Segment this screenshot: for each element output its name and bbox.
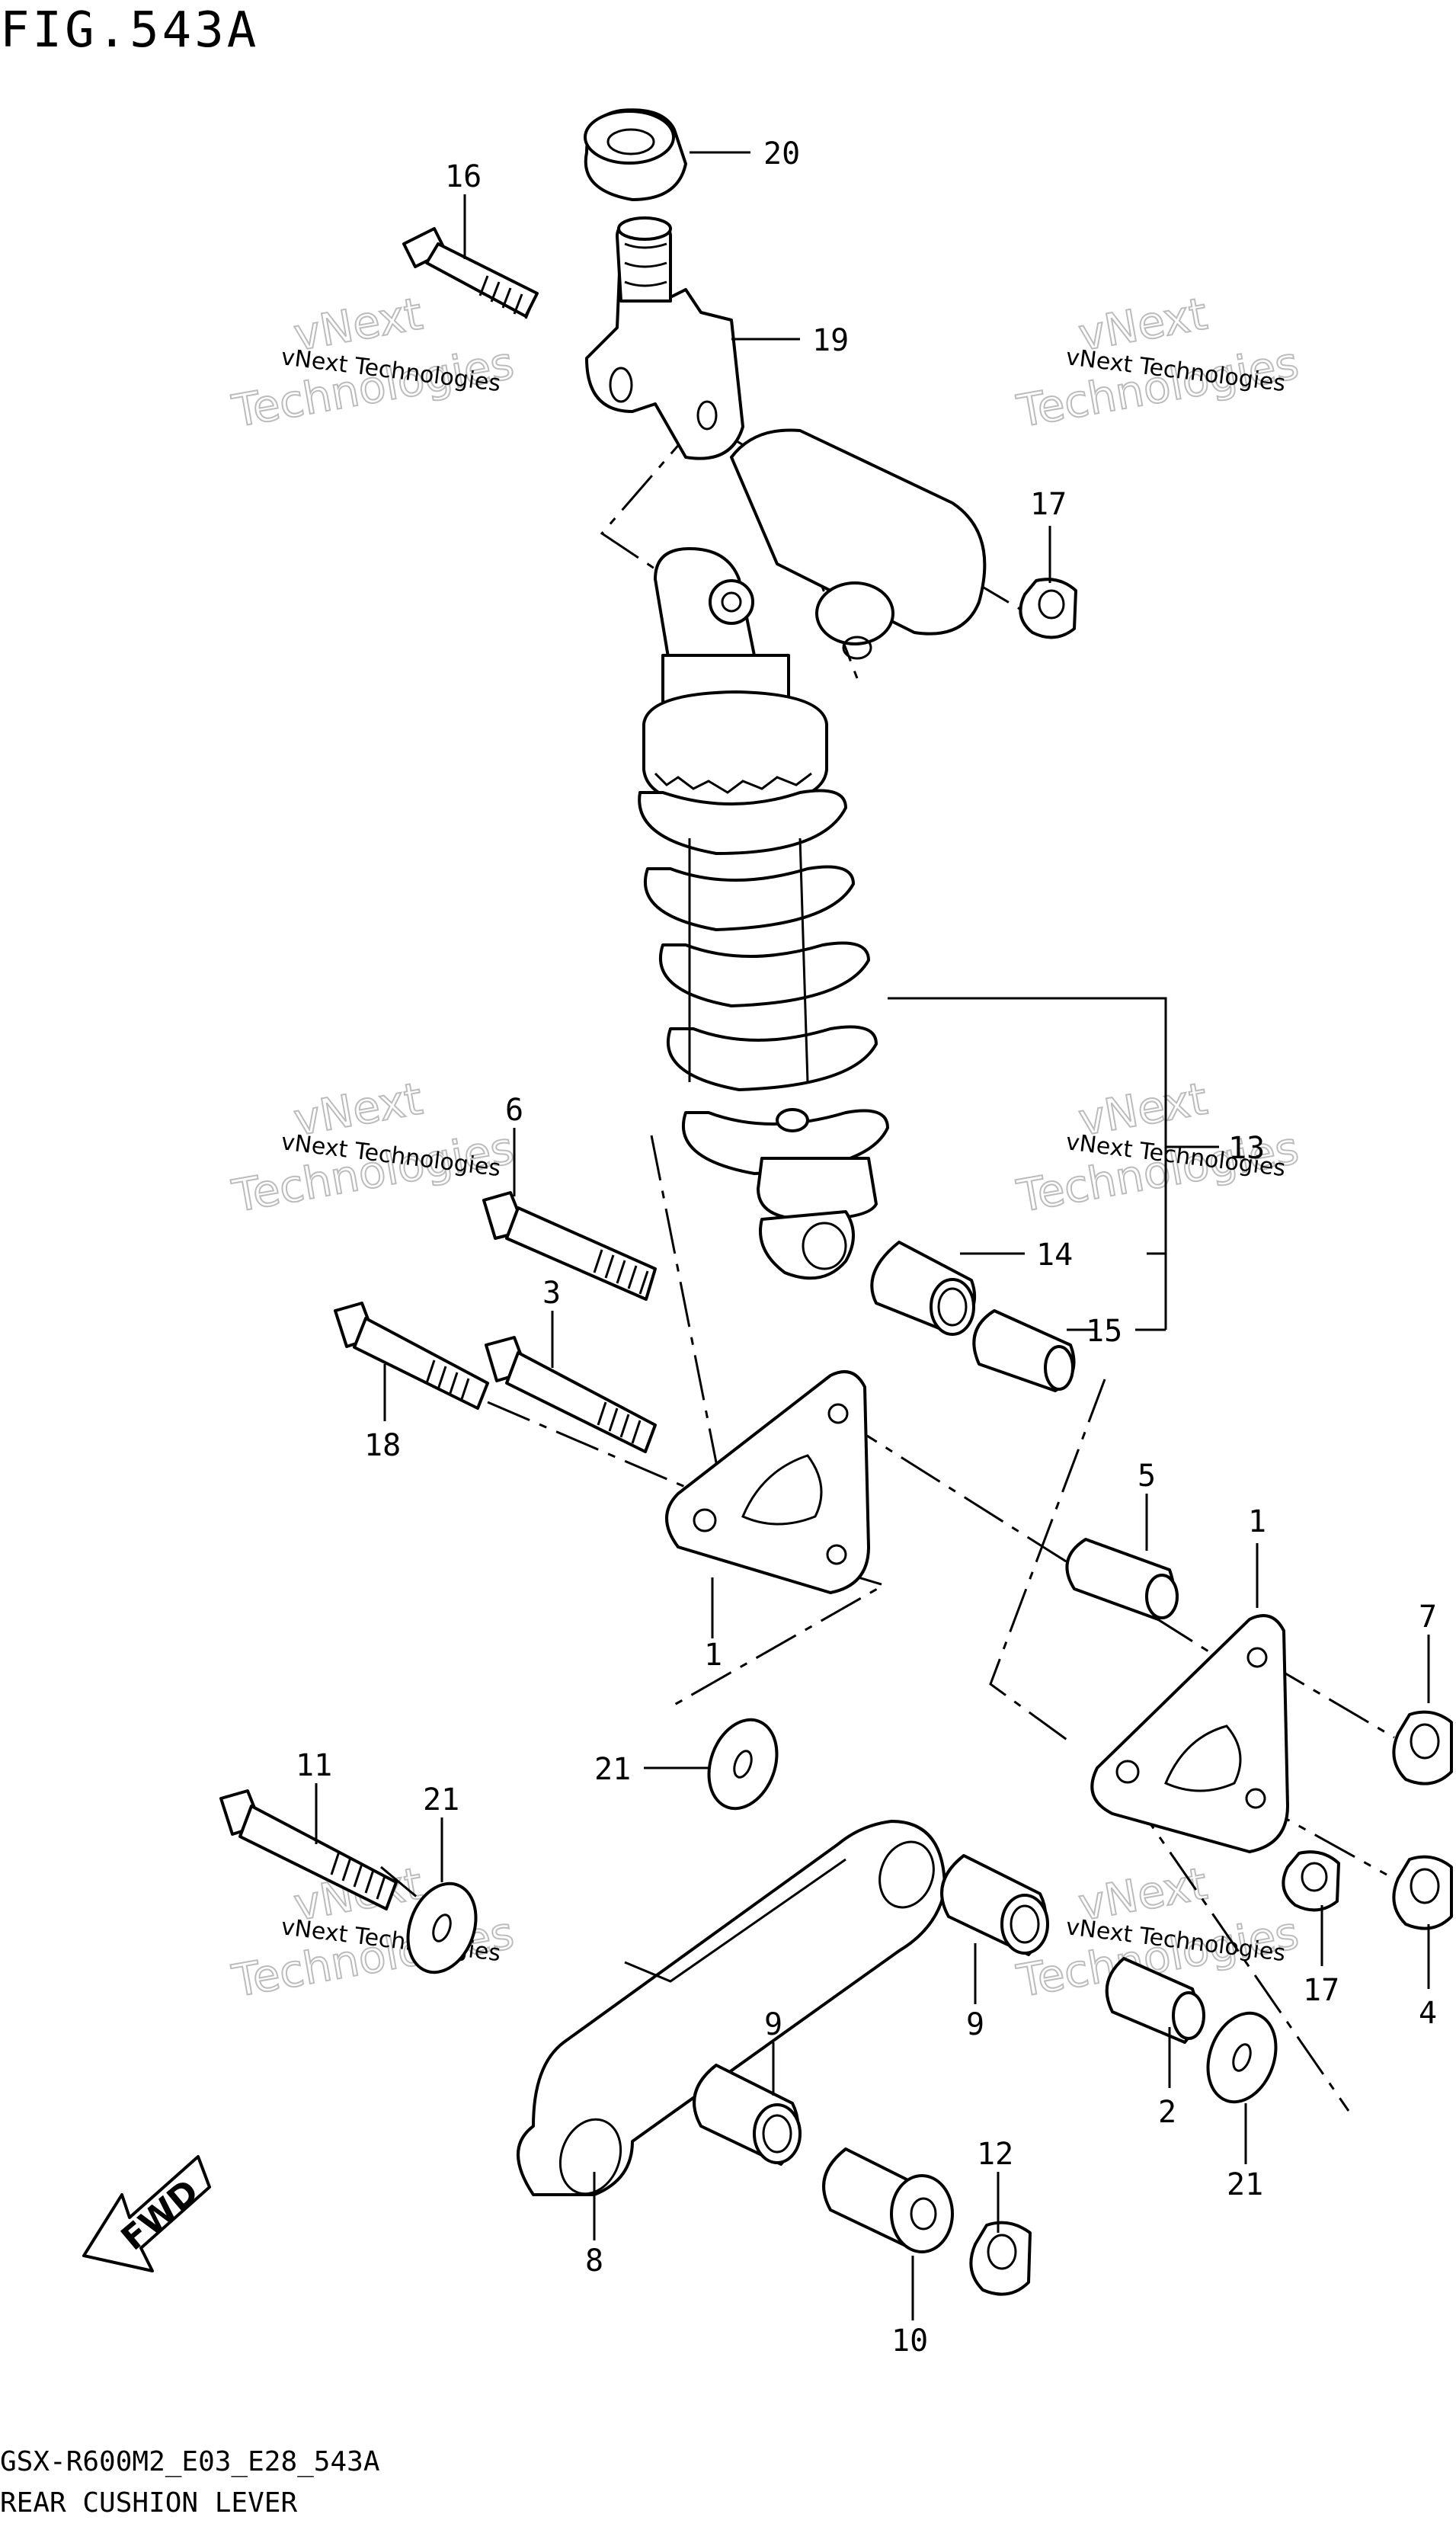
- cushion-rod-part-8: [517, 1820, 946, 2196]
- callout-8: 8: [585, 2243, 603, 2279]
- washer-part-21-right: [1206, 2011, 1278, 2104]
- washer-part-21-left: [406, 1881, 478, 1974]
- forward-direction-arrow: FWD: [82, 2155, 211, 2272]
- watermark-upper-right: vNext Technologies vNext Technologies: [1013, 287, 1304, 438]
- callout-21-right: 21: [1227, 2167, 1263, 2202]
- diagram-code: GSX-R600M2_E03_E28_543A: [0, 2446, 380, 2477]
- callout-3: 3: [542, 1276, 561, 1311]
- callout-1-lower: 1: [1248, 1504, 1266, 1539]
- watermark-upper-left: vNext Technologies vNext Technologies: [228, 287, 519, 438]
- nut-part-4: [1392, 1855, 1453, 1930]
- callout-14: 14: [1036, 1238, 1073, 1273]
- spacer-part-15: [972, 1309, 1076, 1392]
- callout-13: 13: [1228, 1131, 1265, 1166]
- callout-19: 19: [812, 323, 849, 358]
- watermark-middle-left: vNext Technologies vNext Technologies: [228, 1071, 519, 1223]
- callout-6: 6: [505, 1093, 523, 1128]
- shock-absorber-part-13: [638, 428, 987, 1280]
- callout-15: 15: [1086, 1314, 1122, 1349]
- collar-part-10: [822, 2147, 954, 2253]
- callout-9-lower: 9: [764, 2007, 782, 2042]
- callout-17-lower: 17: [1303, 1973, 1339, 2008]
- bolt-part-18: [334, 1302, 489, 1410]
- callout-21-left: 21: [423, 1782, 459, 1817]
- callout-4: 4: [1419, 1996, 1437, 2031]
- callout-5: 5: [1138, 1459, 1156, 1494]
- nut-part-17-upper: [1019, 578, 1077, 639]
- callout-leader-lines: [315, 151, 1430, 2320]
- callout-2: 2: [1158, 2095, 1176, 2130]
- bracket-part-1-lower: [1090, 1614, 1289, 1853]
- callout-10: 10: [891, 2323, 928, 2359]
- callout-17-upper: 17: [1030, 487, 1067, 522]
- bushing-cap-part-20: [584, 108, 687, 201]
- washer-part-21-upper: [707, 1718, 779, 1811]
- callout-21-upper: 21: [594, 1752, 631, 1787]
- callout-18: 18: [364, 1428, 401, 1463]
- callout-20: 20: [763, 136, 800, 171]
- bolt-part-11: [219, 1789, 398, 1910]
- callout-16: 16: [445, 159, 482, 194]
- bearing-part-14: [870, 1241, 977, 1336]
- figure-title: FIG.543A: [0, 2, 260, 59]
- spacer-part-5: [1065, 1538, 1179, 1621]
- bolt-part-6: [482, 1191, 657, 1301]
- callout-11: 11: [296, 1748, 332, 1783]
- bearing-part-9-upper: [940, 1854, 1049, 1956]
- nut-part-17-lower: [1282, 1850, 1340, 1912]
- nut-part-7: [1392, 1710, 1453, 1785]
- upper-clevis-part-19: [585, 216, 744, 460]
- callout-9-upper: 9: [966, 2007, 984, 2042]
- bolt-part-3: [485, 1336, 657, 1453]
- diagram-name: REAR CUSHION LEVER: [0, 2487, 298, 2519]
- bracket-part-1-upper: [665, 1370, 870, 1594]
- nut-part-12: [969, 2221, 1032, 2296]
- spacer-part-2: [1105, 1957, 1205, 2044]
- upper-bolt-part-16: [402, 227, 539, 319]
- bearing-part-9-lower: [693, 2064, 802, 2166]
- callout-labels: 20 16 19 17 6 13 14 3 15 18 5 1 1 7 21 1…: [296, 136, 1437, 2359]
- callout-7: 7: [1419, 1600, 1437, 1635]
- callout-1-upper: 1: [704, 1638, 722, 1673]
- callout-12: 12: [977, 2137, 1013, 2172]
